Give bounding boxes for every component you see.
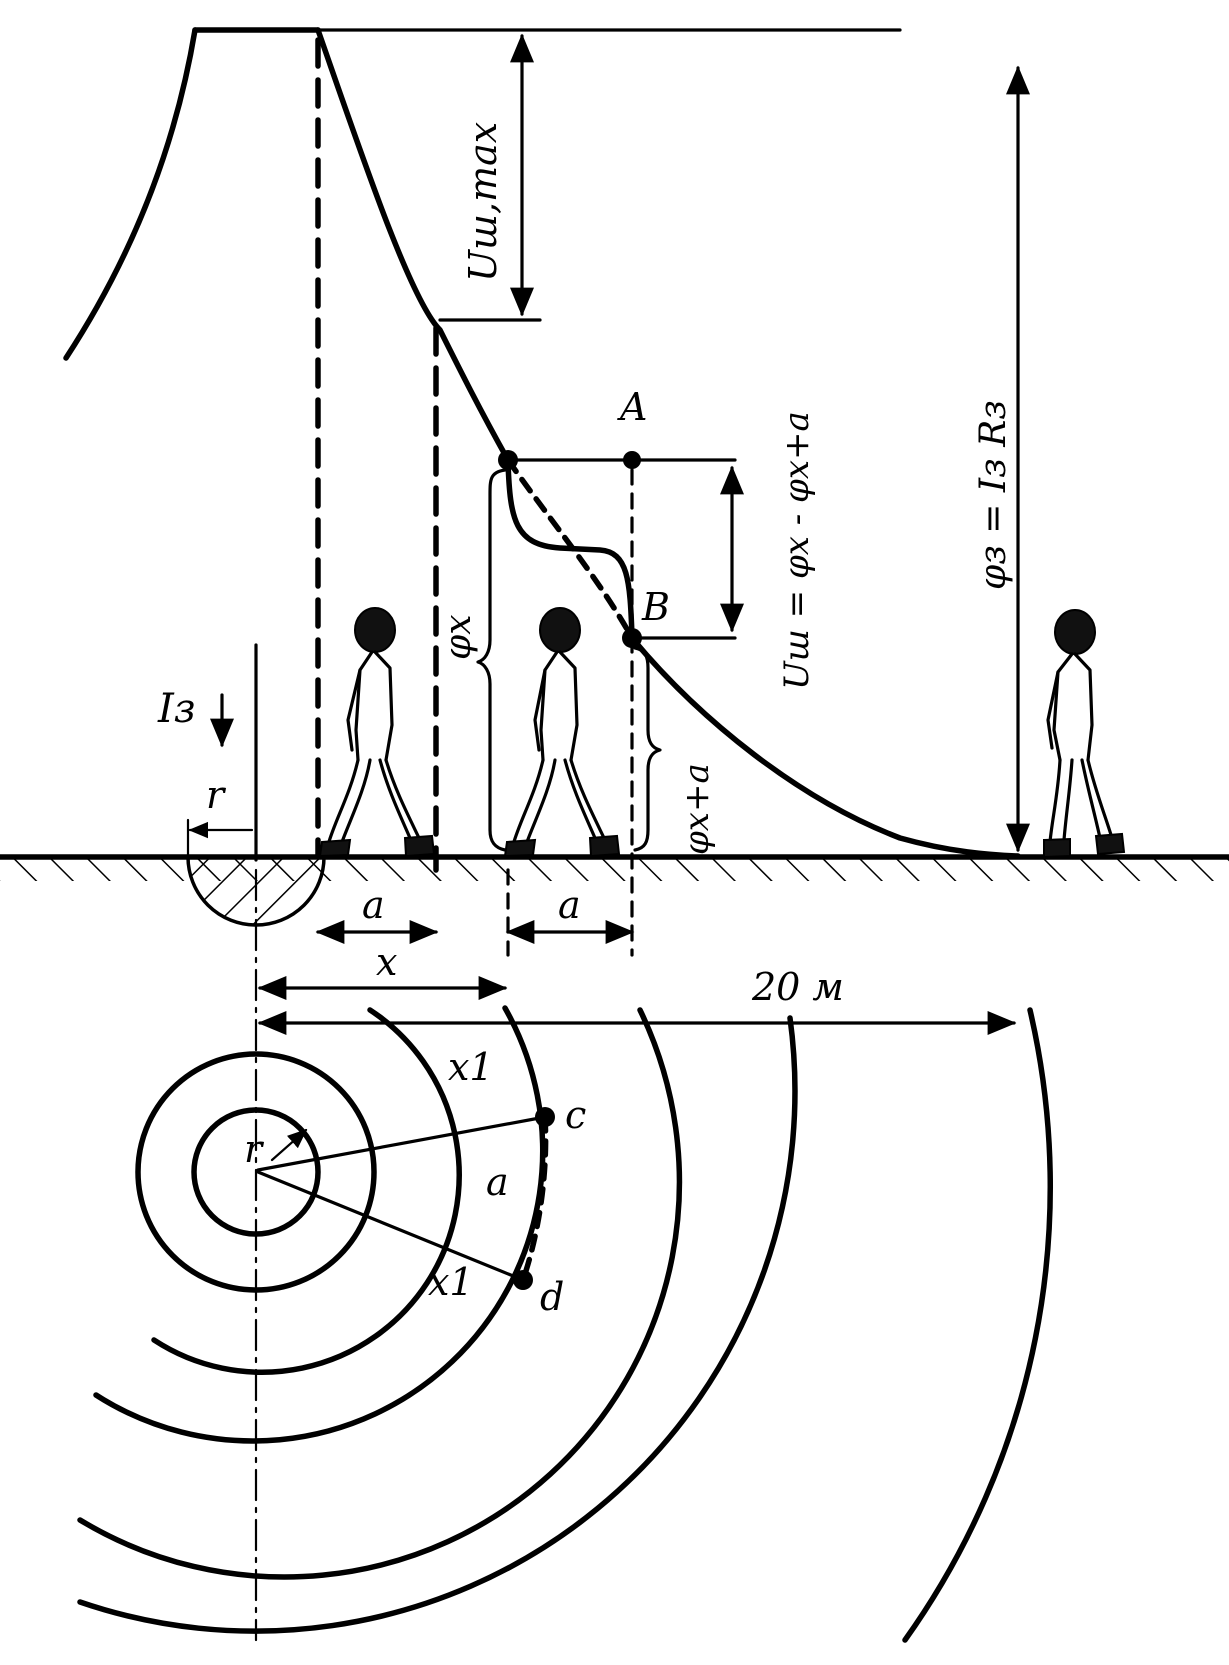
equipotential-arc-7 bbox=[902, 1007, 1054, 1643]
i-earth-label: Iз bbox=[157, 686, 196, 732]
point-d-marker bbox=[513, 1270, 533, 1290]
vertical-guides bbox=[254, 37, 634, 1642]
a-right-label: a bbox=[558, 883, 581, 927]
x1-lower-label: x1 bbox=[428, 1260, 474, 1304]
point-d-label: d bbox=[540, 1275, 564, 1319]
point-c-label: c bbox=[565, 1093, 586, 1137]
r-lower-label: r bbox=[244, 1127, 265, 1171]
radius-to-c bbox=[256, 1115, 547, 1172]
plan-view-equipotentials bbox=[77, 1005, 1054, 1643]
a-left-label: a bbox=[362, 883, 385, 927]
distance-20m-label: 20 м bbox=[751, 965, 844, 1009]
phi-earth-formula-label: φз = Iз Rз bbox=[973, 400, 1014, 590]
electrode-labels: Iз r bbox=[157, 686, 254, 862]
phi-x-label: φx bbox=[438, 614, 479, 660]
point-c-marker bbox=[535, 1107, 555, 1127]
u-step-formula-label: Uш = φx - φx+a bbox=[777, 411, 817, 690]
x1-upper-label: x1 bbox=[448, 1045, 494, 1089]
hemispherical-electrode bbox=[186, 855, 326, 927]
x-label: x bbox=[376, 940, 397, 984]
u-step-max-dimension: Uш,max bbox=[438, 33, 542, 322]
point-a-marker bbox=[623, 451, 641, 469]
horizontal-dimensions: a a x 20 м bbox=[257, 883, 1017, 1035]
phi-x-plus-a-brace bbox=[633, 646, 662, 852]
phi-x-plus-a-label: φx+a bbox=[677, 763, 717, 855]
ground-hatch bbox=[0, 857, 1229, 881]
phi-x-brace bbox=[476, 468, 507, 852]
r-upper-label: r bbox=[206, 773, 227, 817]
potential-braces: φx φx+a bbox=[438, 468, 717, 855]
equipotential-circle-1 bbox=[191, 1107, 321, 1237]
equipotential-arc-6 bbox=[77, 1015, 798, 1634]
u-step-max-label: Uш,max bbox=[461, 122, 505, 282]
ground bbox=[0, 854, 1229, 927]
walking-person-icon bbox=[503, 607, 621, 858]
body-potential-curve bbox=[505, 459, 635, 639]
walking-person-icon bbox=[1043, 609, 1126, 859]
potential-curve-tail bbox=[629, 635, 1021, 859]
point-b-label: B bbox=[641, 585, 670, 629]
far-field-potential: φз = Iз Rз bbox=[973, 65, 1030, 853]
equipotential-circle-2 bbox=[135, 1051, 377, 1293]
step-voltage-points: A B Uш = φx - φx+a bbox=[498, 385, 817, 690]
radius-to-d bbox=[256, 1170, 525, 1282]
potential-curve-right-upper bbox=[315, 27, 511, 463]
equipotential-arc-5 bbox=[77, 1007, 683, 1580]
potential-curve-left-branch bbox=[63, 27, 198, 361]
potential-curve bbox=[63, 27, 1021, 859]
arc-c-to-d bbox=[520, 1114, 549, 1283]
walking-person-icon bbox=[318, 607, 436, 858]
plan-view-points: c d x1 x1 a r bbox=[244, 1045, 586, 1319]
r-lower-arrow bbox=[270, 1128, 308, 1162]
point-a-label: A bbox=[617, 385, 647, 429]
a-arc-label: a bbox=[486, 1160, 509, 1204]
equipotential-arc-3 bbox=[151, 1007, 462, 1375]
